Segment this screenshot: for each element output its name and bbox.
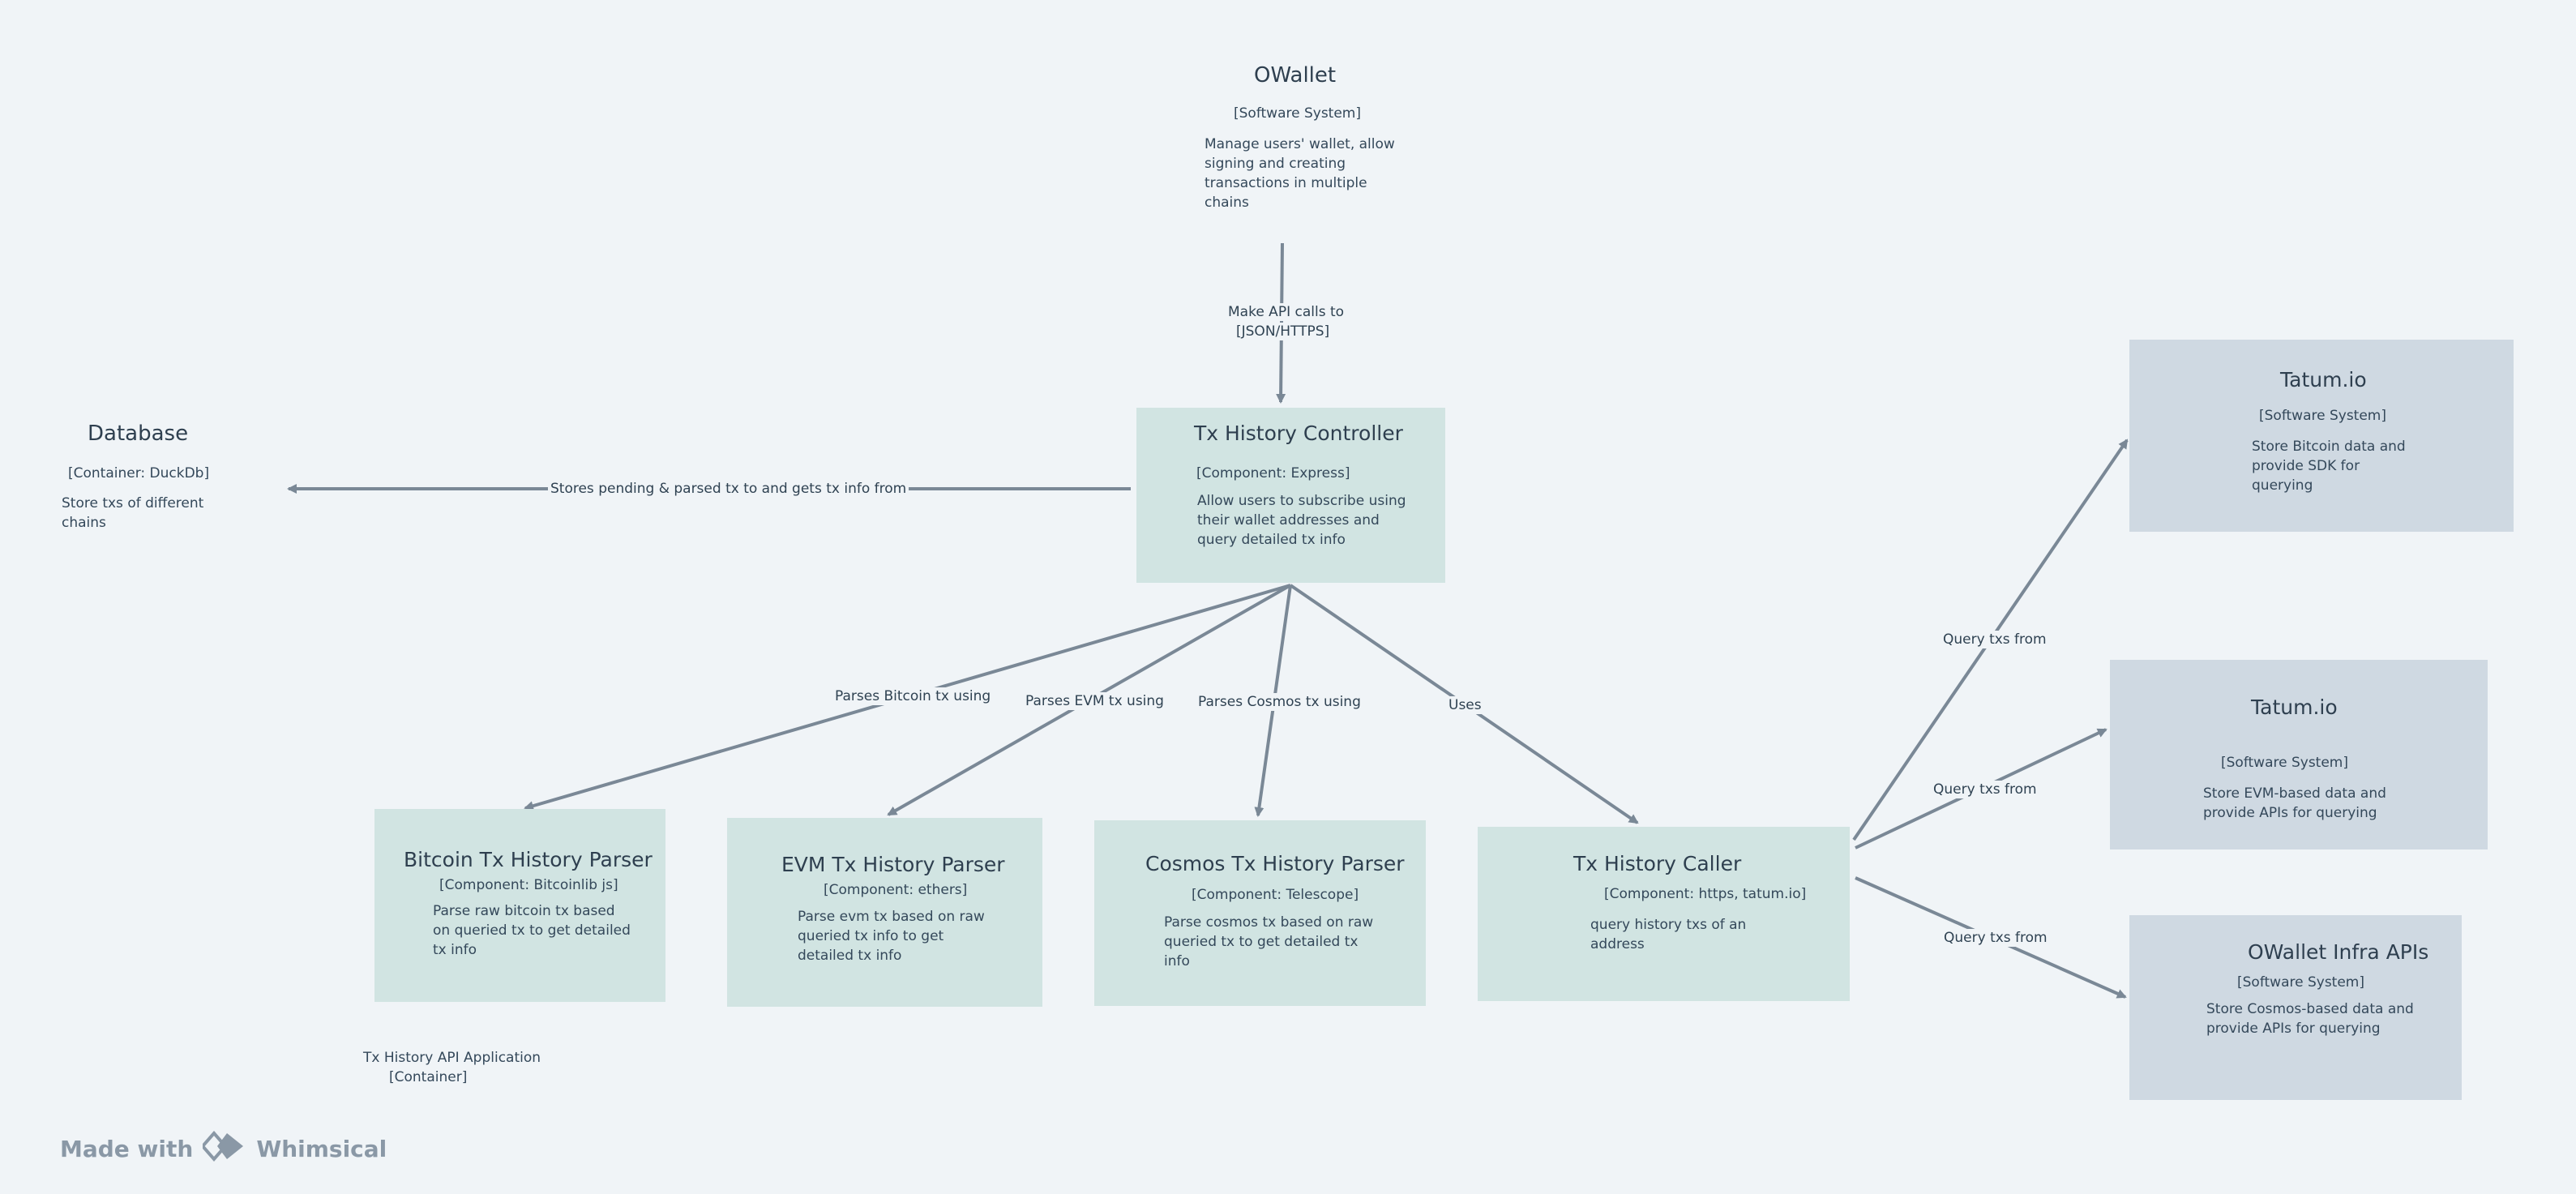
bitcoin-parser-tag: [Component: Bitcoinlib js] (439, 877, 618, 893)
tatum-evm-tag: [Software System] (2221, 755, 2349, 771)
edge-label-parses-cosmos: Parses Cosmos tx using (1196, 693, 1363, 711)
edge-label-parses-evm: Parses EVM tx using (1023, 692, 1166, 710)
tatum-btc-title: Tatum.io (2280, 368, 2367, 392)
database-desc: Store txs of different chains (62, 495, 204, 531)
cosmos-parser-title: Cosmos Tx History Parser (1145, 852, 1405, 875)
container-tag: [Container] (389, 1069, 468, 1085)
footer-made-with: Made with (60, 1136, 194, 1162)
evm-parser-title: EVM Tx History Parser (781, 853, 1005, 876)
database-title: Database (88, 422, 189, 446)
edge-label-query-infra: Query txs from (1941, 929, 2050, 947)
bitcoin-parser-box (374, 809, 665, 1002)
cosmos-parser-box (1094, 820, 1426, 1006)
infra-desc: Store Cosmos-based data and provide APIs… (2206, 1001, 2414, 1037)
evm-parser-box (727, 818, 1042, 1007)
edge-label-uses: Uses (1446, 696, 1484, 714)
container-name: Tx History API Application (363, 1050, 541, 1066)
controller-box (1136, 408, 1445, 583)
controller-tag: [Component: Express] (1196, 465, 1350, 481)
infra-box (2129, 915, 2462, 1100)
caller-tag: [Component: https, tatum.io] (1604, 886, 1807, 902)
edge-label-query-evm: Query txs from (1931, 781, 2039, 798)
controller-title: Tx History Controller (1194, 422, 1403, 445)
cosmos-parser-tag: [Component: Telescope] (1192, 887, 1359, 903)
database-tag: [Container: DuckDb] (68, 465, 210, 481)
edge-label-stores: Stores pending & parsed tx to and gets t… (548, 480, 909, 498)
caller-title: Tx History Caller (1573, 852, 1742, 875)
tatum-evm-desc: Store EVM-based data and provide APIs fo… (2203, 785, 2386, 821)
owallet-desc: Manage users' wallet, allow signing and … (1205, 136, 1395, 211)
caller-desc: query history txs of an address (1590, 917, 1747, 952)
infra-title: OWallet Infra APIs (2248, 940, 2429, 964)
bitcoin-parser-desc: Parse raw bitcoin tx based on queried tx… (433, 903, 631, 958)
evm-parser-desc: Parse evm tx based on raw queried tx inf… (798, 909, 985, 964)
caller-box (1478, 827, 1850, 1001)
infra-tag: [Software System] (2237, 974, 2365, 991)
tatum-evm-box (2110, 660, 2488, 849)
tatum-evm-title: Tatum.io (2251, 695, 2338, 719)
controller-desc: Allow users to subscribe using their wal… (1197, 493, 1406, 548)
edge-label-api-calls: Make API calls to (1226, 303, 1347, 321)
evm-parser-tag: [Component: ethers] (824, 882, 968, 898)
cosmos-parser-desc: Parse cosmos tx based on raw queried tx … (1164, 914, 1374, 969)
tatum-btc-desc: Store Bitcoin data and provide SDK for q… (2252, 439, 2406, 494)
owallet-title: OWallet (1254, 63, 1337, 88)
edge-label-query-btc: Query txs from (1941, 631, 2049, 648)
whimsical-logo-icon (200, 1130, 246, 1168)
tatum-btc-tag: [Software System] (2259, 408, 2387, 424)
edge-label-api-protocol: [JSON/HTTPS] (1234, 323, 1333, 340)
owallet-tag: [Software System] (1234, 105, 1362, 122)
footer-brand: Whimsical (256, 1136, 387, 1162)
edge-label-parses-bitcoin: Parses Bitcoin tx using (832, 687, 994, 705)
bitcoin-parser-title: Bitcoin Tx History Parser (404, 848, 653, 871)
footer: Made with Whimsical (60, 1130, 387, 1168)
tatum-btc-box (2129, 340, 2514, 532)
